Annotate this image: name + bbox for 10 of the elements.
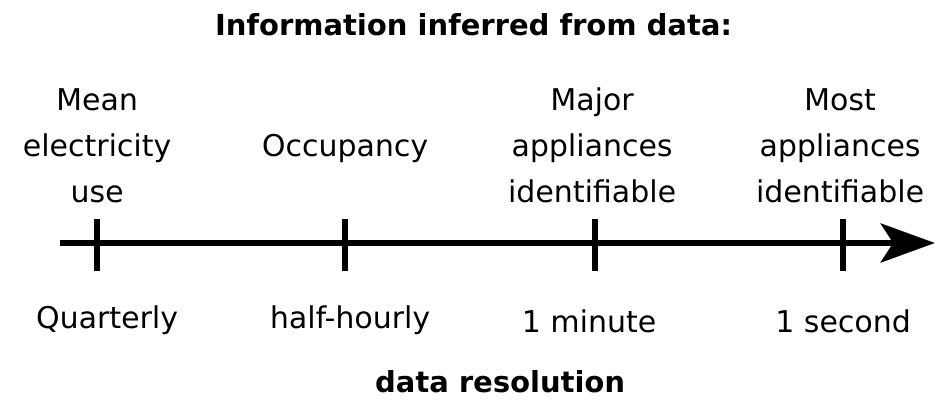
lower-label: Quarterly — [35, 300, 179, 338]
lower-label: 1 second — [774, 304, 912, 342]
upper-label: Major appliances identifiable — [506, 82, 678, 212]
diagram-title: Information inferred from data: — [214, 8, 734, 42]
upper-label: Most appliances identifiable — [754, 82, 926, 212]
upper-label: Occupancy — [260, 128, 430, 166]
lower-label: half-hourly — [268, 300, 432, 338]
lower-label: 1 minute — [520, 304, 658, 342]
upper-label: Mean electricity use — [22, 82, 172, 212]
axis-title: data resolution — [374, 364, 626, 401]
